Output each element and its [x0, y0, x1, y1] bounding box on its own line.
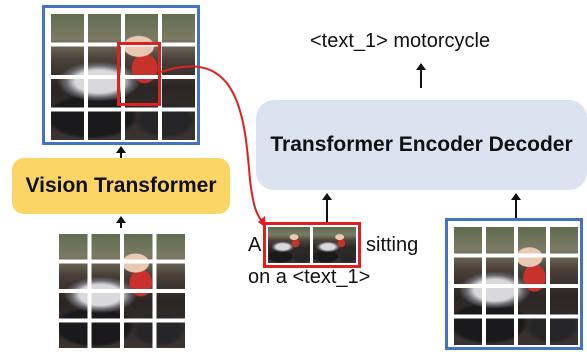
input-patch-grid [55, 230, 185, 348]
caption-middle: sitting [366, 234, 419, 256]
top-image-frame [42, 5, 200, 145]
vision-transformer-label: Vision Transformer [25, 174, 217, 197]
right-patched-image [450, 223, 578, 345]
encoder-decoder-label: Transformer Encoder Decoder [270, 133, 573, 156]
encoder-decoder-box: Transformer Encoder Decoder [256, 100, 587, 190]
arrow-right-image-to-encoder [511, 193, 521, 219]
arrow-vit-to-image [116, 146, 126, 158]
patch-grid [47, 10, 195, 140]
caption-line2: on a <text_1> [248, 266, 371, 288]
output-text: <text_1> motorcycle [310, 30, 491, 52]
caption-prefix: A [248, 234, 262, 256]
right-patch-grid [450, 223, 578, 345]
right-image-frame [445, 218, 583, 350]
selected-patch-highlight [117, 42, 161, 106]
caption-patch-left [268, 227, 310, 263]
top-patched-image [47, 10, 195, 140]
input-patched-image [55, 230, 185, 348]
vision-transformer-box: Vision Transformer [12, 158, 230, 214]
caption-patch-highlight [263, 222, 361, 268]
arrow-decoder-to-output [416, 63, 426, 88]
caption-patch-right [313, 227, 356, 263]
arrow-input-to-vit [116, 216, 126, 228]
arrow-caption-to-encoder [322, 193, 332, 222]
